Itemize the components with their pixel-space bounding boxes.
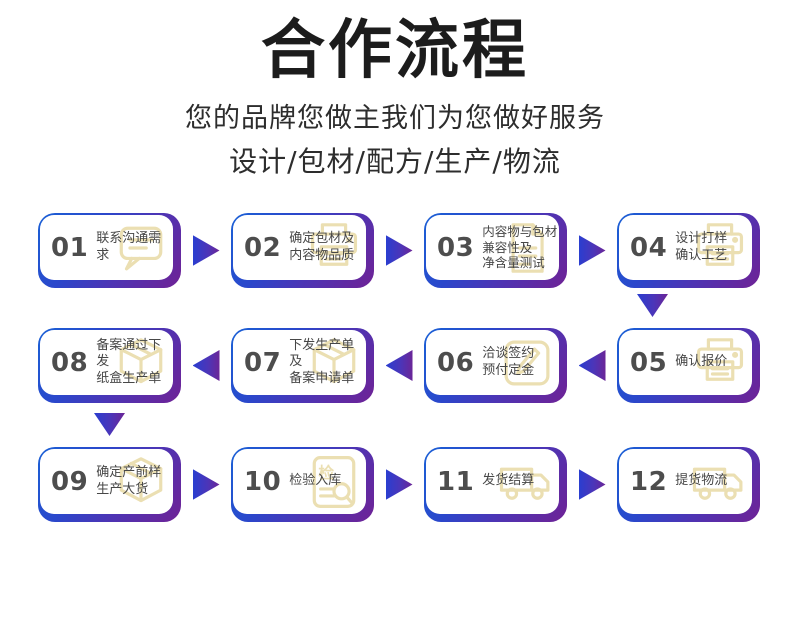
step-card-08-body: 08 备案通过下发 纸盒生产单 xyxy=(40,330,173,395)
subtitle-line-1: 您的品牌您做主我们为您做好服务 xyxy=(185,103,605,135)
step-label: 联系沟通需求 xyxy=(96,230,162,263)
step-number: 04 xyxy=(630,232,668,263)
step-card-04: 04 设计打样 确认工艺 xyxy=(617,213,760,288)
step-card-05: 05 确认报价 xyxy=(617,328,760,403)
arrow-down-icon xyxy=(94,413,125,436)
step-number: 01 xyxy=(51,232,89,263)
step-number: 12 xyxy=(630,466,668,497)
step-label: 洽谈签约 预付定金 xyxy=(482,345,535,378)
step-card-10-body: 10 检验入库 检 xyxy=(233,449,366,514)
step-number: 05 xyxy=(630,347,668,378)
step-card-05-body: 05 确认报价 xyxy=(619,330,752,395)
step-card-12: 12 提货物流 xyxy=(617,447,760,522)
step-card-09-body: 09 确定产前样 生产大货 xyxy=(40,449,173,514)
flow-row-3: 09 确定产前样 生产大货 10 检验入库 检 xyxy=(38,447,760,522)
step-card-06: 06 洽谈签约 预付定金 xyxy=(424,328,567,403)
step-card-01: 01 联系沟通需求 xyxy=(38,213,181,288)
step-card-08: 08 备案通过下发 纸盒生产单 xyxy=(38,328,181,403)
arrow-left-icon xyxy=(192,350,220,381)
step-number: 11 xyxy=(437,466,475,497)
step-card-07-body: 07 下发生产单及 备案申请单 xyxy=(233,330,366,395)
step-label: 检验入库 xyxy=(289,473,342,489)
arrow-right-icon xyxy=(192,469,220,500)
arrow-left-icon xyxy=(385,350,413,381)
step-card-09: 09 确定产前样 生产大货 xyxy=(38,447,181,522)
step-number: 02 xyxy=(244,232,282,263)
arrow-left-icon xyxy=(578,350,606,381)
step-number: 09 xyxy=(51,466,89,497)
arrow-right-icon xyxy=(578,235,606,266)
step-number: 08 xyxy=(51,347,89,378)
arrow-down-icon xyxy=(637,294,668,317)
step-card-04-body: 04 设计打样 确认工艺 xyxy=(619,215,752,280)
arrow-right-icon xyxy=(578,469,606,500)
step-card-11-body: 11 发货结算 xyxy=(426,449,559,514)
step-number: 03 xyxy=(437,232,475,263)
step-label: 设计打样 确认工艺 xyxy=(675,230,728,263)
step-card-02-body: 02 确定包材及 内容物品质 xyxy=(233,215,366,280)
step-card-10: 10 检验入库 检 xyxy=(231,447,374,522)
arrow-right-icon xyxy=(192,235,220,266)
step-label: 下发生产单及 备案申请单 xyxy=(289,337,355,386)
step-label: 确定产前样 生产大货 xyxy=(96,464,162,497)
step-number: 10 xyxy=(244,466,282,497)
inspect-icon: 检 xyxy=(312,455,356,508)
step-label: 内容物与包材 兼容性及 净含量测试 xyxy=(482,224,558,271)
step-card-02: 02 确定包材及 内容物品质 xyxy=(231,213,374,288)
step-number: 07 xyxy=(244,347,282,378)
step-card-03-body: 03 内容物与包材 兼容性及 净含量测试 xyxy=(426,215,559,280)
flow-row-1: 01 联系沟通需求 02 确定包材及 内容物品质 03 内容物与包材 兼容性及 … xyxy=(38,213,760,288)
step-card-03: 03 内容物与包材 兼容性及 净含量测试 xyxy=(424,213,567,288)
step-number: 06 xyxy=(437,347,475,378)
process-flow: 01 联系沟通需求 02 确定包材及 内容物品质 03 内容物与包材 兼容性及 … xyxy=(0,213,790,573)
step-label: 确定包材及 内容物品质 xyxy=(289,230,355,263)
step-label: 提货物流 xyxy=(675,473,728,489)
step-label: 确认报价 xyxy=(675,354,728,370)
step-card-12-body: 12 提货物流 xyxy=(619,449,752,514)
subtitle-line-2: 设计/包材/配方/生产/物流 xyxy=(229,145,561,179)
step-card-06-body: 06 洽谈签约 预付定金 xyxy=(426,330,559,395)
step-card-01-body: 01 联系沟通需求 xyxy=(40,215,173,280)
header: 合作流程 您的品牌您做主我们为您做好服务 设计/包材/配方/生产/物流 xyxy=(0,0,790,180)
step-label: 备案通过下发 纸盒生产单 xyxy=(96,337,162,386)
page-title: 合作流程 xyxy=(261,14,529,88)
arrow-right-icon xyxy=(385,469,413,500)
flow-row-2: 08 备案通过下发 纸盒生产单 07 下发生产单及 备案申请单 06 洽谈签约 … xyxy=(38,328,760,403)
step-card-07: 07 下发生产单及 备案申请单 xyxy=(231,328,374,403)
step-card-11: 11 发货结算 xyxy=(424,447,567,522)
inspect-icon-char: 检 xyxy=(318,463,334,482)
step-label: 发货结算 xyxy=(482,473,535,489)
arrow-right-icon xyxy=(385,235,413,266)
